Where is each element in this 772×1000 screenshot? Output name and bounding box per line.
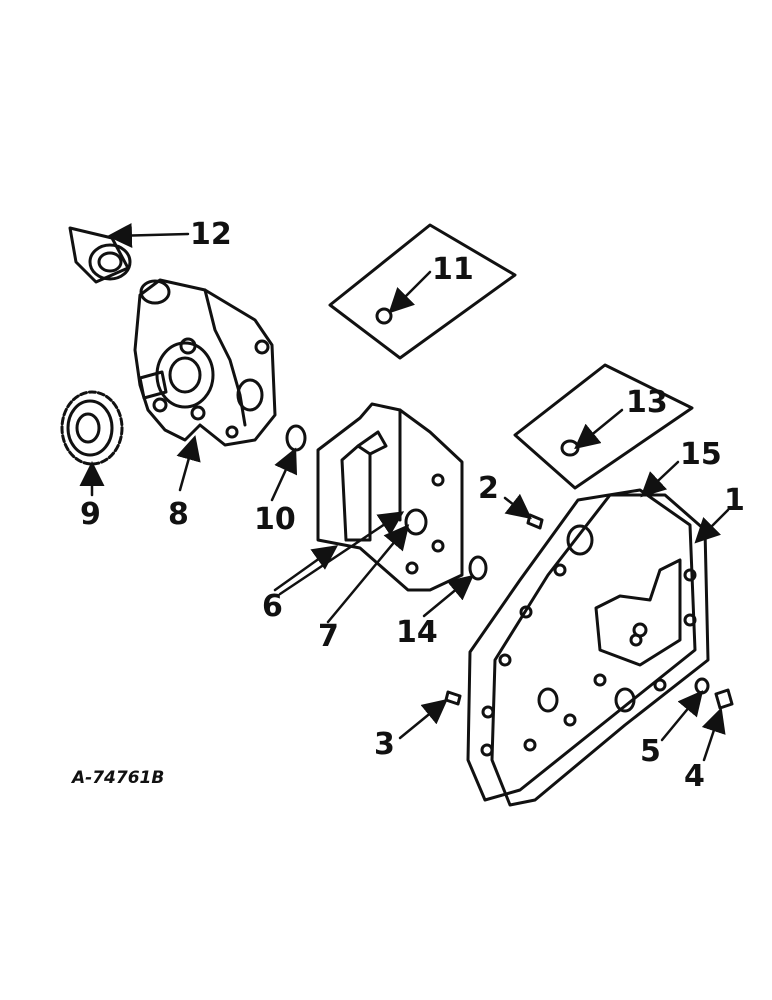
o-ring-part-10 (285, 424, 307, 452)
adapter-housing-part (316, 402, 464, 592)
callout-4: 4 (684, 759, 705, 794)
nut-part-4 (714, 688, 734, 710)
callout-7: 7 (318, 619, 339, 654)
callout-8: 8 (168, 497, 189, 532)
callout-15: 15 (680, 437, 722, 472)
dowel-pin-part-3 (444, 690, 462, 706)
pump-body-part (133, 278, 277, 447)
bolt-inset-box-11 (328, 223, 517, 360)
drive-gear-part (60, 390, 124, 466)
dowel-pin-part-2 (526, 513, 544, 530)
callout-1: 1 (724, 483, 745, 518)
callout-6: 6 (262, 589, 283, 624)
callout-9: 9 (80, 497, 101, 532)
callout-12: 12 (190, 217, 232, 252)
washer-part-5 (694, 677, 710, 695)
callout-13: 13 (626, 385, 668, 420)
mounting-plate-part (466, 488, 710, 807)
callout-3: 3 (374, 727, 395, 762)
callout-2: 2 (478, 471, 499, 506)
callout-14: 14 (396, 615, 438, 650)
leader-lines (79, 222, 730, 762)
callout-5: 5 (640, 734, 661, 769)
callout-11: 11 (432, 252, 474, 287)
drawing-reference-code: A-74761B (72, 768, 165, 788)
seal-part-14 (468, 555, 488, 581)
callout-10: 10 (254, 502, 296, 537)
